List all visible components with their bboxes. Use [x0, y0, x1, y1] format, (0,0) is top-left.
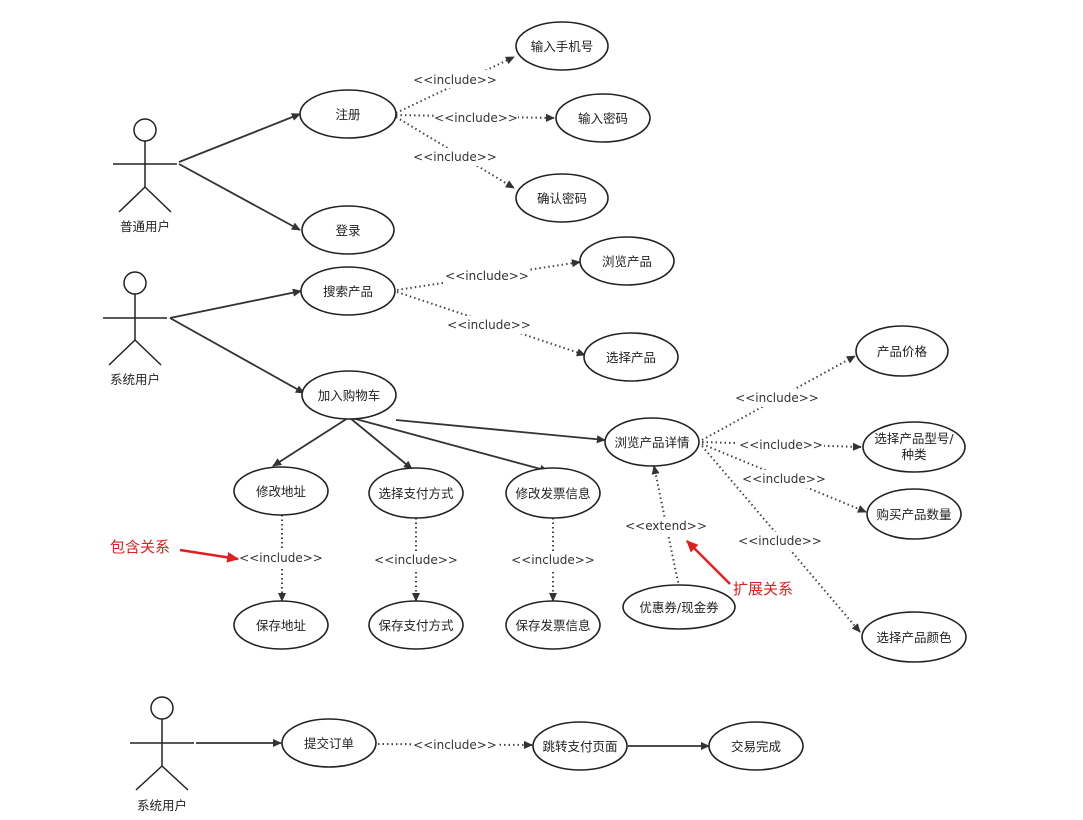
include-label: <<include>> — [445, 269, 529, 283]
include-label: <<include>> — [739, 438, 823, 452]
use-case-search-product[interactable]: 搜索产品 — [300, 266, 396, 316]
use-case-save-address[interactable]: 保存地址 — [233, 600, 329, 650]
use-case-label: 搜索产品 — [323, 284, 373, 299]
use-case-label: 提交订单 — [304, 736, 354, 751]
extend-label: <<extend>> — [625, 519, 707, 533]
use-case-label: 优惠券/现金券 — [639, 600, 719, 615]
use-case-label: 登录 — [335, 223, 360, 238]
use-case-browse-details[interactable]: 浏览产品详情 — [604, 417, 700, 467]
use-case-add-to-cart[interactable]: 加入购物车 — [301, 370, 397, 420]
include-label: <<include>> — [413, 738, 497, 752]
use-case-label: 跳转支付页面 — [542, 739, 617, 754]
use-case-label: 输入密码 — [578, 111, 628, 126]
use-case-modify-invoice[interactable]: 修改发票信息 — [505, 467, 601, 519]
annotation-include-arrow — [179, 548, 240, 563]
include-label: <<include>> — [735, 391, 819, 405]
annotation-include: 包含关系 — [110, 538, 240, 563]
annotation-extend-arrow — [686, 540, 731, 585]
actor-system-user-2: 系统用户 — [130, 696, 194, 813]
use-case-label: 产品价格 — [877, 344, 928, 359]
relation-labels: <<include>> <<include>> <<include>> <<in… — [238, 70, 827, 754]
use-case-label: 修改发票信息 — [515, 486, 590, 501]
use-case-label: 加入购物车 — [318, 388, 381, 403]
actor-label-system-user-2: 系统用户 — [137, 798, 187, 813]
include-label: <<include>> — [447, 318, 531, 332]
use-case-jump-payment[interactable]: 跳转支付页面 — [532, 721, 628, 771]
include-label: <<include>> — [413, 150, 497, 164]
include-label: <<include>> — [511, 553, 595, 567]
use-case-save-payment[interactable]: 保存支付方式 — [368, 600, 464, 650]
use-case-modify-address[interactable]: 修改地址 — [233, 466, 329, 516]
annotation-extend: 扩展关系 — [686, 540, 793, 598]
use-case-coupon[interactable]: 优惠券/现金券 — [622, 584, 736, 630]
use-case-trade-complete[interactable]: 交易完成 — [708, 721, 804, 771]
use-case-label: 种类 — [901, 447, 927, 462]
use-case-label: 保存支付方式 — [378, 618, 454, 633]
annotation-include-label: 包含关系 — [110, 538, 170, 556]
use-case-label: 保存地址 — [256, 618, 307, 633]
actor-label-system-user-1: 系统用户 — [110, 372, 160, 387]
use-case-label: 交易完成 — [731, 739, 781, 754]
use-case-label: 修改地址 — [256, 484, 307, 499]
include-label: <<include>> — [413, 73, 497, 87]
use-case-select-product[interactable]: 选择产品 — [583, 332, 679, 382]
use-case-select-payment[interactable]: 选择支付方式 — [368, 467, 464, 519]
association-lines — [169, 113, 710, 751]
include-label: <<include>> — [434, 111, 518, 125]
use-case-select-model[interactable]: 选择产品型号/ 种类 — [862, 421, 966, 473]
use-case-input-phone[interactable]: 输入手机号 — [515, 21, 609, 71]
use-case-label: 选择支付方式 — [378, 486, 454, 501]
use-case-label: 选择产品颜色 — [876, 630, 952, 645]
use-case-label: 输入手机号 — [531, 39, 594, 54]
use-case-label: 选择产品型号/ — [874, 431, 954, 446]
use-case-save-invoice[interactable]: 保存发票信息 — [505, 600, 601, 650]
actor-normal-user: 普通用户 — [113, 118, 177, 234]
include-label: <<include>> — [742, 472, 826, 486]
actor-system-user-1: 系统用户 — [103, 271, 167, 387]
use-case-browse-product[interactable]: 浏览产品 — [579, 236, 675, 286]
use-case-label: 注册 — [335, 107, 360, 122]
use-case-login[interactable]: 登录 — [301, 205, 395, 255]
use-case-select-color[interactable]: 选择产品颜色 — [861, 611, 967, 663]
use-case-label: 选择产品 — [606, 350, 656, 365]
include-label: <<include>> — [374, 553, 458, 567]
use-case-label: 浏览产品 — [602, 254, 652, 269]
use-case-label: 确认密码 — [537, 191, 587, 206]
annotation-extend-label: 扩展关系 — [733, 580, 793, 598]
include-label: <<include>> — [738, 534, 822, 548]
use-case-submit-order[interactable]: 提交订单 — [281, 718, 377, 768]
use-case-buy-quantity[interactable]: 购买产品数量 — [866, 488, 962, 540]
use-case-label: 购买产品数量 — [876, 507, 951, 522]
use-case-product-price[interactable]: 产品价格 — [855, 325, 949, 377]
use-case-register[interactable]: 注册 — [299, 89, 397, 139]
use-case-label: 浏览产品详情 — [614, 435, 689, 450]
actor-label-normal-user: 普通用户 — [120, 219, 170, 234]
include-label: <<include>> — [239, 551, 323, 565]
use-case-input-password[interactable]: 输入密码 — [555, 93, 651, 143]
use-case-confirm-password[interactable]: 确认密码 — [515, 173, 609, 223]
use-case-label: 保存发票信息 — [515, 618, 590, 633]
